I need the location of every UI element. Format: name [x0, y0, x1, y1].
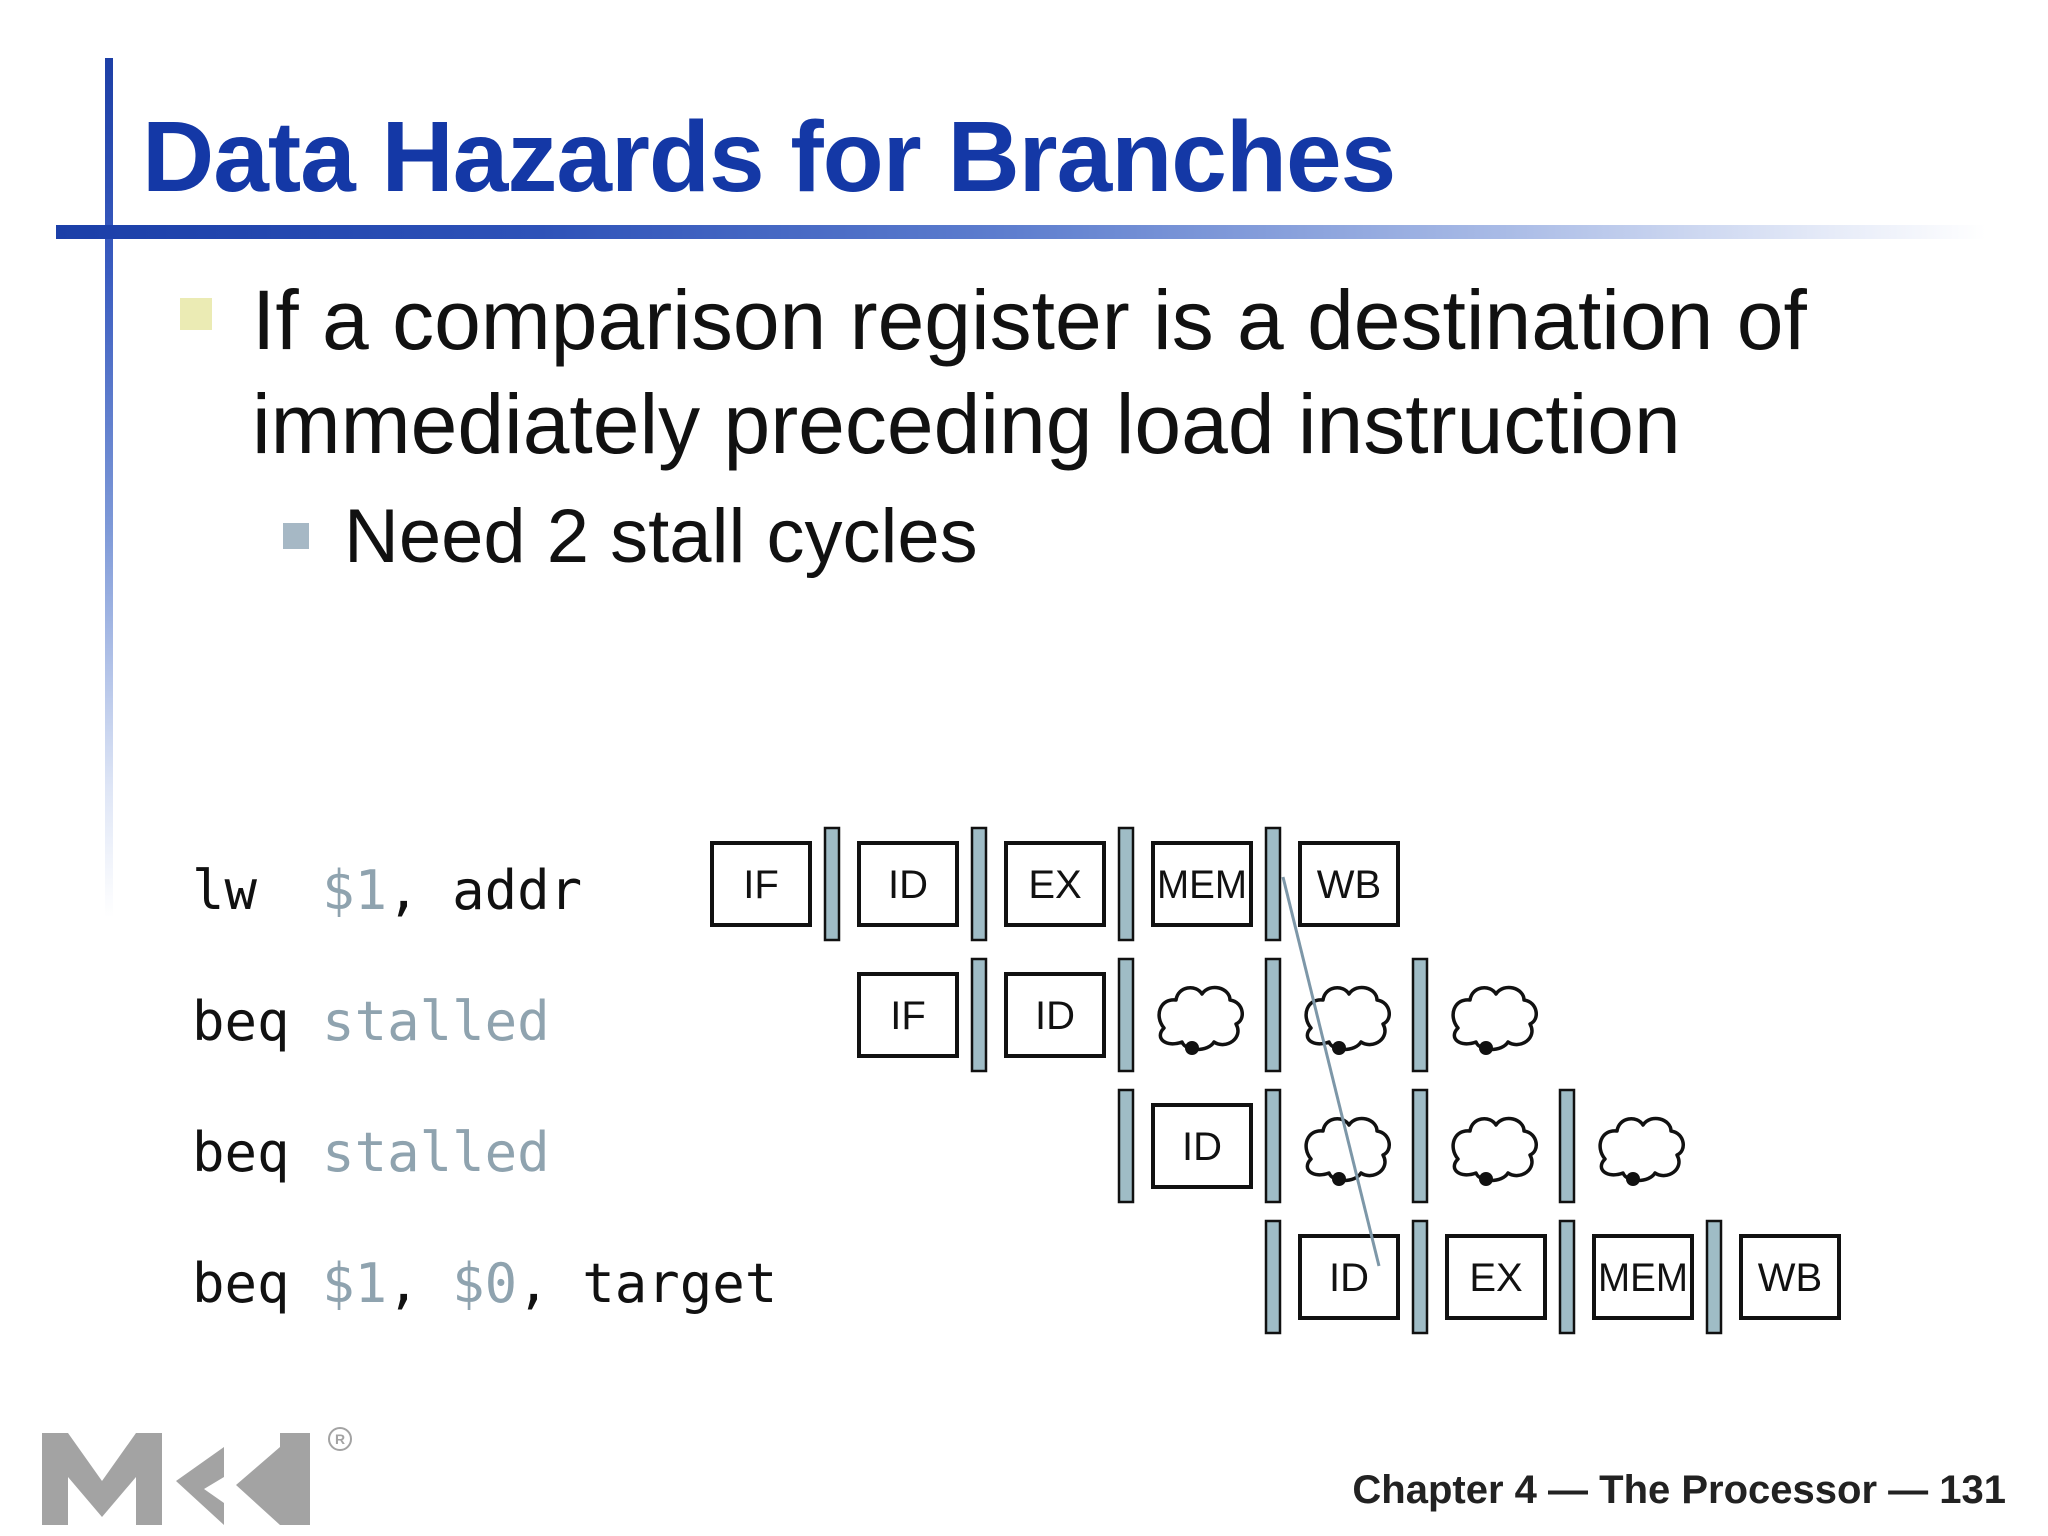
registered-mark-icon: [328, 1427, 352, 1451]
opcode: beq: [192, 990, 290, 1053]
stage-box-wb: WB: [1298, 841, 1400, 927]
pipeline-row-4: ID EX MEM WB: [1264, 1219, 1841, 1335]
opcode: beq: [192, 1252, 290, 1315]
svg-text:ID: ID: [1329, 1256, 1369, 1300]
slide-title: Data Hazards for Branches: [142, 101, 1396, 213]
stage-box-wb: WB: [1739, 1234, 1841, 1320]
pipeline-row-2: IF ID: [857, 957, 1538, 1073]
register: $1: [322, 1252, 388, 1315]
svg-text:ID: ID: [1035, 994, 1075, 1038]
stage-box-ex: EX: [1445, 1234, 1547, 1320]
stage-box-id: ID: [1004, 972, 1106, 1058]
code-line-3: beq stalled: [192, 1118, 550, 1188]
sub-bullet-square-icon: [283, 523, 309, 549]
pipeline-register: [1558, 1088, 1576, 1204]
vertical-accent-line: [105, 58, 113, 918]
bullet-text-sub: Need 2 stall cycles: [344, 494, 978, 579]
pipeline-register: [1264, 957, 1282, 1073]
pipeline-register: [970, 957, 988, 1073]
pipeline-register: [1411, 1219, 1429, 1335]
logo-k-left-shape: [176, 1447, 224, 1525]
bubble-icon: [1304, 1116, 1391, 1188]
bubble-icon: [1157, 985, 1244, 1057]
code-line-4: beq $1, $0, target: [192, 1252, 778, 1315]
pipeline-register: [1705, 1219, 1723, 1335]
operand: target: [582, 1252, 778, 1315]
logo-m-shape: [42, 1433, 162, 1525]
operand: addr: [452, 859, 583, 922]
pipeline-register: [1411, 1088, 1429, 1204]
pipeline-row-3: ID: [1117, 1088, 1685, 1204]
svg-text:MEM: MEM: [1598, 1256, 1688, 1300]
svg-text:EX: EX: [1469, 1256, 1522, 1300]
opcode: beq: [192, 1121, 290, 1184]
pipeline-register: [1558, 1219, 1576, 1335]
svg-text:ID: ID: [1182, 1125, 1222, 1169]
mk-logo: R: [42, 1427, 352, 1525]
svg-text:ID: ID: [888, 863, 928, 907]
svg-text:MEM: MEM: [1157, 863, 1247, 907]
bullet-square-icon: [180, 298, 212, 330]
svg-text:IF: IF: [743, 863, 779, 907]
svg-text:EX: EX: [1028, 863, 1081, 907]
pipeline-register: [1264, 1088, 1282, 1204]
pipeline-register: [970, 826, 988, 942]
slide-footer: Chapter 4 — The Processor — 131: [1352, 1468, 2006, 1512]
stalled-label: stalled: [322, 990, 550, 1053]
register: $1: [322, 859, 388, 922]
pipeline-register: [1264, 826, 1282, 942]
pipeline-register: [1411, 957, 1429, 1073]
stage-box-if: IF: [710, 841, 812, 927]
svg-text:WB: WB: [1758, 1256, 1822, 1300]
svg-text:WB: WB: [1317, 863, 1381, 907]
forwarding-line: [1281, 876, 1381, 1267]
bubble-icon: [1598, 1116, 1685, 1188]
bullet-text-main: If a comparison register is a destinatio…: [252, 273, 1807, 471]
pipeline-register: [1117, 957, 1135, 1073]
stage-box-ex: EX: [1004, 841, 1106, 927]
code-line-2: beq stalled: [192, 987, 550, 1057]
stage-box-id: ID: [1151, 1103, 1253, 1189]
svg-text:R: R: [335, 1431, 345, 1447]
svg-text:IF: IF: [890, 994, 926, 1038]
stage-box-id: ID: [857, 841, 959, 927]
pipeline-register: [1117, 1088, 1135, 1204]
stage-box-mem: MEM: [1592, 1234, 1694, 1320]
code-line-1: lw $1, addr: [192, 859, 583, 922]
pipeline-register: [1264, 1219, 1282, 1335]
stage-box-id: ID: [1298, 1234, 1400, 1320]
bubble-icon: [1451, 985, 1538, 1057]
pipeline-register: [1117, 826, 1135, 942]
stalled-label: stalled: [322, 1121, 550, 1184]
horizontal-accent-line: [56, 225, 1986, 239]
bubble-icon: [1451, 1116, 1538, 1188]
pipeline-register: [823, 826, 841, 942]
opcode: lw: [192, 859, 258, 922]
pipeline-row-1: IF ID EX MEM WB: [710, 826, 1400, 942]
stage-box-mem: MEM: [1151, 841, 1253, 927]
logo-k-right-shape: [236, 1433, 310, 1525]
register: $0: [452, 1252, 518, 1315]
stage-box-if: IF: [857, 972, 959, 1058]
